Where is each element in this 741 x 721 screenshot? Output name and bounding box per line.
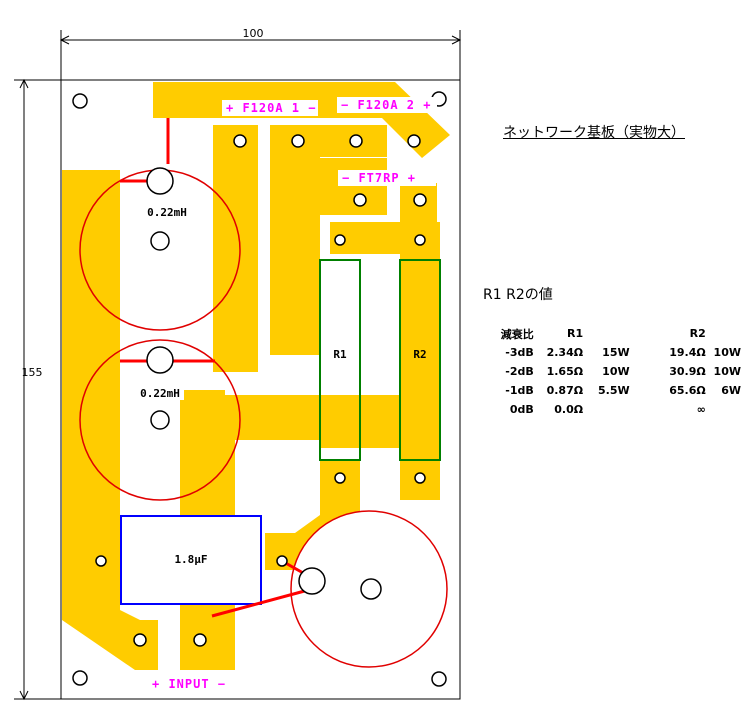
row-r1: 0.0Ω (554, 403, 584, 416)
row-r1: 0.87Ω (546, 384, 584, 397)
table-row: -1dB 0.87Ω 5.5W 65.6Ω 6W (478, 381, 741, 400)
input-label: + INPUT − (152, 677, 226, 691)
row-r2: 19.4Ω (669, 346, 706, 359)
values-title: R1 R2の値 (483, 287, 553, 303)
height-dimension (14, 78, 61, 701)
header-r1-watt (583, 324, 630, 343)
row-r2: 65.6Ω (669, 384, 706, 397)
header-attenuation: 減衰比 (500, 327, 534, 341)
row-r2-watt: 6W (721, 384, 741, 397)
resistor-r2-label: R2 (413, 348, 426, 361)
row-r2: 30.9Ω (669, 365, 706, 378)
row-r1-watt: 10W (602, 365, 630, 378)
ft7rp-label: − FT7RP + (342, 171, 416, 185)
table-row: -2dB 1.65Ω 10W 30.9Ω 10W (478, 362, 741, 381)
row-r2: ∞ (696, 403, 706, 416)
header-r2-watt (706, 324, 741, 343)
row-r1: 1.65Ω (546, 365, 584, 378)
table-header-row: 減衰比 R1 R2 (478, 324, 741, 343)
trace-inductor2-top (180, 390, 225, 500)
row-db: -2dB (505, 365, 534, 378)
mounting-holes (72, 91, 447, 687)
inductor-2-label: 0.22mH (140, 387, 180, 400)
trace-f120a1-strip (213, 125, 258, 372)
inductor-1-label: 0.22mH (147, 206, 187, 219)
row-r1-watt: 15W (602, 346, 630, 359)
table-row: -3dB 2.34Ω 15W 19.4Ω 10W (478, 343, 741, 362)
width-dimension-label: 100 (243, 27, 264, 40)
row-r2-watt: 10W (713, 365, 741, 378)
attenuation-table: 減衰比 R1 R2 -3dB 2.34Ω 15W 19.4Ω 10W -2dB … (478, 324, 741, 419)
row-db: 0dB (509, 403, 534, 416)
component-holes (95, 134, 427, 647)
trace-left-main (62, 170, 158, 670)
row-db: -3dB (505, 346, 534, 359)
row-r1: 2.34Ω (546, 346, 584, 359)
page-title: ネットワーク基板（実物大） (503, 125, 685, 141)
terminal-label-bgs (148, 97, 437, 692)
row-r2-watt (706, 400, 741, 419)
resistor-r2 (399, 259, 441, 461)
width-dimension (59, 30, 462, 80)
f120a1-label: + F120A 1 − (226, 101, 316, 115)
row-r1-watt (583, 400, 630, 419)
inductor-1-label-bg (130, 203, 190, 219)
height-dimension-label: 155 (22, 366, 43, 379)
capacitor (120, 515, 262, 605)
header-r2: R2 (689, 327, 706, 340)
trace-r2-strip (400, 250, 440, 498)
header-r1: R1 (566, 327, 584, 340)
row-r1-watt: 5.5W (598, 384, 630, 397)
table-row: 0dB 0.0Ω ∞ (478, 400, 741, 419)
trace-mid-band (320, 395, 440, 448)
row-r2-watt: 10W (713, 346, 741, 359)
resistor-r1 (319, 259, 361, 461)
capacitor-label: 1.8μF (174, 553, 207, 566)
inductor-2-label-bg (138, 384, 184, 400)
resistor-r1-label: R1 (333, 348, 347, 361)
f120a2-label: − F120A 2 + (341, 98, 431, 112)
row-db: -1dB (505, 384, 534, 397)
inductor-2 (79, 339, 241, 501)
